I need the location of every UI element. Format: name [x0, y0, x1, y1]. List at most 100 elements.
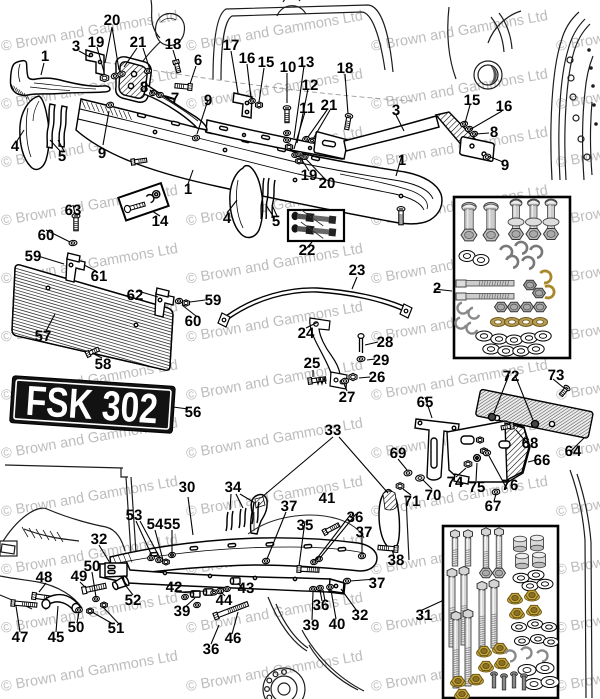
svg-text:6: 6	[194, 52, 202, 69]
svg-text:58: 58	[95, 356, 112, 373]
svg-text:1: 1	[184, 181, 192, 198]
svg-text:66: 66	[534, 452, 551, 469]
svg-text:56: 56	[185, 404, 202, 421]
svg-text:11: 11	[299, 100, 315, 117]
svg-text:1: 1	[41, 48, 49, 65]
svg-text:19: 19	[301, 167, 318, 184]
svg-text:74: 74	[447, 474, 464, 491]
svg-text:1: 1	[398, 152, 406, 169]
svg-text:8: 8	[490, 124, 498, 141]
svg-text:24: 24	[298, 325, 315, 342]
svg-text:30: 30	[179, 479, 196, 496]
svg-text:3: 3	[392, 102, 400, 119]
svg-text:20: 20	[319, 175, 336, 192]
svg-text:3: 3	[72, 38, 80, 55]
svg-text:5: 5	[272, 213, 280, 230]
svg-text:62: 62	[127, 287, 144, 304]
svg-text:10: 10	[280, 59, 297, 76]
svg-text:42: 42	[166, 579, 183, 596]
svg-text:75: 75	[469, 479, 486, 496]
svg-text:50: 50	[84, 558, 101, 575]
svg-text:37: 37	[356, 524, 373, 541]
svg-text:8: 8	[140, 79, 148, 96]
svg-text:31: 31	[416, 607, 433, 624]
svg-text:5: 5	[58, 148, 66, 165]
svg-text:40: 40	[329, 616, 346, 633]
svg-text:4: 4	[11, 138, 20, 155]
svg-text:41: 41	[319, 490, 336, 507]
svg-text:52: 52	[125, 592, 142, 609]
svg-text:21: 21	[130, 34, 147, 51]
svg-text:18: 18	[165, 36, 182, 53]
svg-text:47: 47	[12, 629, 29, 646]
svg-text:71: 71	[404, 493, 421, 510]
svg-text:FSK 302: FSK 302	[25, 377, 160, 433]
svg-text:39: 39	[174, 603, 191, 620]
svg-text:48: 48	[36, 569, 53, 586]
svg-text:26: 26	[369, 369, 386, 386]
svg-text:33: 33	[325, 422, 342, 439]
svg-text:12: 12	[302, 77, 319, 94]
svg-text:9: 9	[98, 145, 106, 162]
svg-text:43: 43	[238, 580, 255, 597]
svg-text:22: 22	[299, 242, 316, 259]
svg-text:63: 63	[65, 202, 82, 219]
svg-text:61: 61	[91, 268, 108, 285]
svg-text:37: 37	[281, 498, 298, 515]
svg-text:9: 9	[501, 157, 509, 174]
svg-text:44: 44	[216, 592, 233, 609]
svg-text:18: 18	[337, 60, 354, 77]
svg-text:60: 60	[38, 227, 55, 244]
svg-text:65: 65	[417, 394, 434, 411]
svg-text:59: 59	[25, 248, 42, 265]
svg-text:16: 16	[239, 50, 256, 67]
svg-text:32: 32	[352, 607, 369, 624]
svg-text:20: 20	[104, 12, 121, 29]
svg-text:64: 64	[565, 443, 582, 460]
svg-text:36: 36	[203, 641, 220, 658]
svg-text:60: 60	[185, 313, 202, 330]
svg-text:7: 7	[171, 90, 179, 107]
svg-text:23: 23	[349, 262, 366, 279]
svg-text:21: 21	[321, 97, 338, 114]
svg-text:76: 76	[502, 477, 519, 494]
svg-text:37: 37	[369, 575, 386, 592]
svg-text:13: 13	[298, 54, 315, 71]
svg-text:15: 15	[258, 54, 275, 71]
svg-text:67: 67	[485, 498, 502, 515]
svg-text:17: 17	[223, 37, 240, 54]
svg-text:16: 16	[496, 98, 513, 115]
svg-text:57: 57	[35, 328, 52, 345]
svg-text:53: 53	[126, 507, 143, 524]
svg-text:14: 14	[152, 213, 169, 230]
svg-text:32: 32	[91, 531, 108, 548]
svg-text:50: 50	[68, 619, 85, 636]
svg-text:28: 28	[377, 334, 394, 351]
svg-text:69: 69	[390, 445, 407, 462]
svg-text:59: 59	[205, 292, 222, 309]
svg-text:72: 72	[503, 368, 520, 385]
svg-text:51: 51	[108, 620, 125, 637]
svg-text:39: 39	[303, 617, 320, 634]
svg-text:4: 4	[223, 210, 232, 227]
svg-text:15: 15	[464, 92, 481, 109]
svg-text:2: 2	[433, 280, 441, 297]
svg-text:34: 34	[225, 479, 242, 496]
svg-text:46: 46	[225, 630, 242, 647]
svg-text:49: 49	[71, 568, 88, 585]
svg-text:73: 73	[548, 367, 565, 384]
svg-text:35: 35	[297, 517, 314, 534]
svg-text:25: 25	[304, 355, 321, 372]
svg-text:38: 38	[388, 552, 405, 569]
svg-text:29: 29	[373, 352, 390, 369]
svg-text:19: 19	[88, 34, 105, 51]
svg-text:9: 9	[204, 92, 212, 109]
svg-text:68: 68	[522, 435, 539, 452]
svg-text:45: 45	[48, 629, 65, 646]
svg-text:54: 54	[147, 516, 164, 533]
svg-text:27: 27	[339, 389, 356, 406]
svg-text:36: 36	[313, 597, 330, 614]
svg-text:36: 36	[347, 509, 364, 526]
svg-text:55: 55	[164, 516, 181, 533]
svg-text:70: 70	[425, 487, 442, 504]
